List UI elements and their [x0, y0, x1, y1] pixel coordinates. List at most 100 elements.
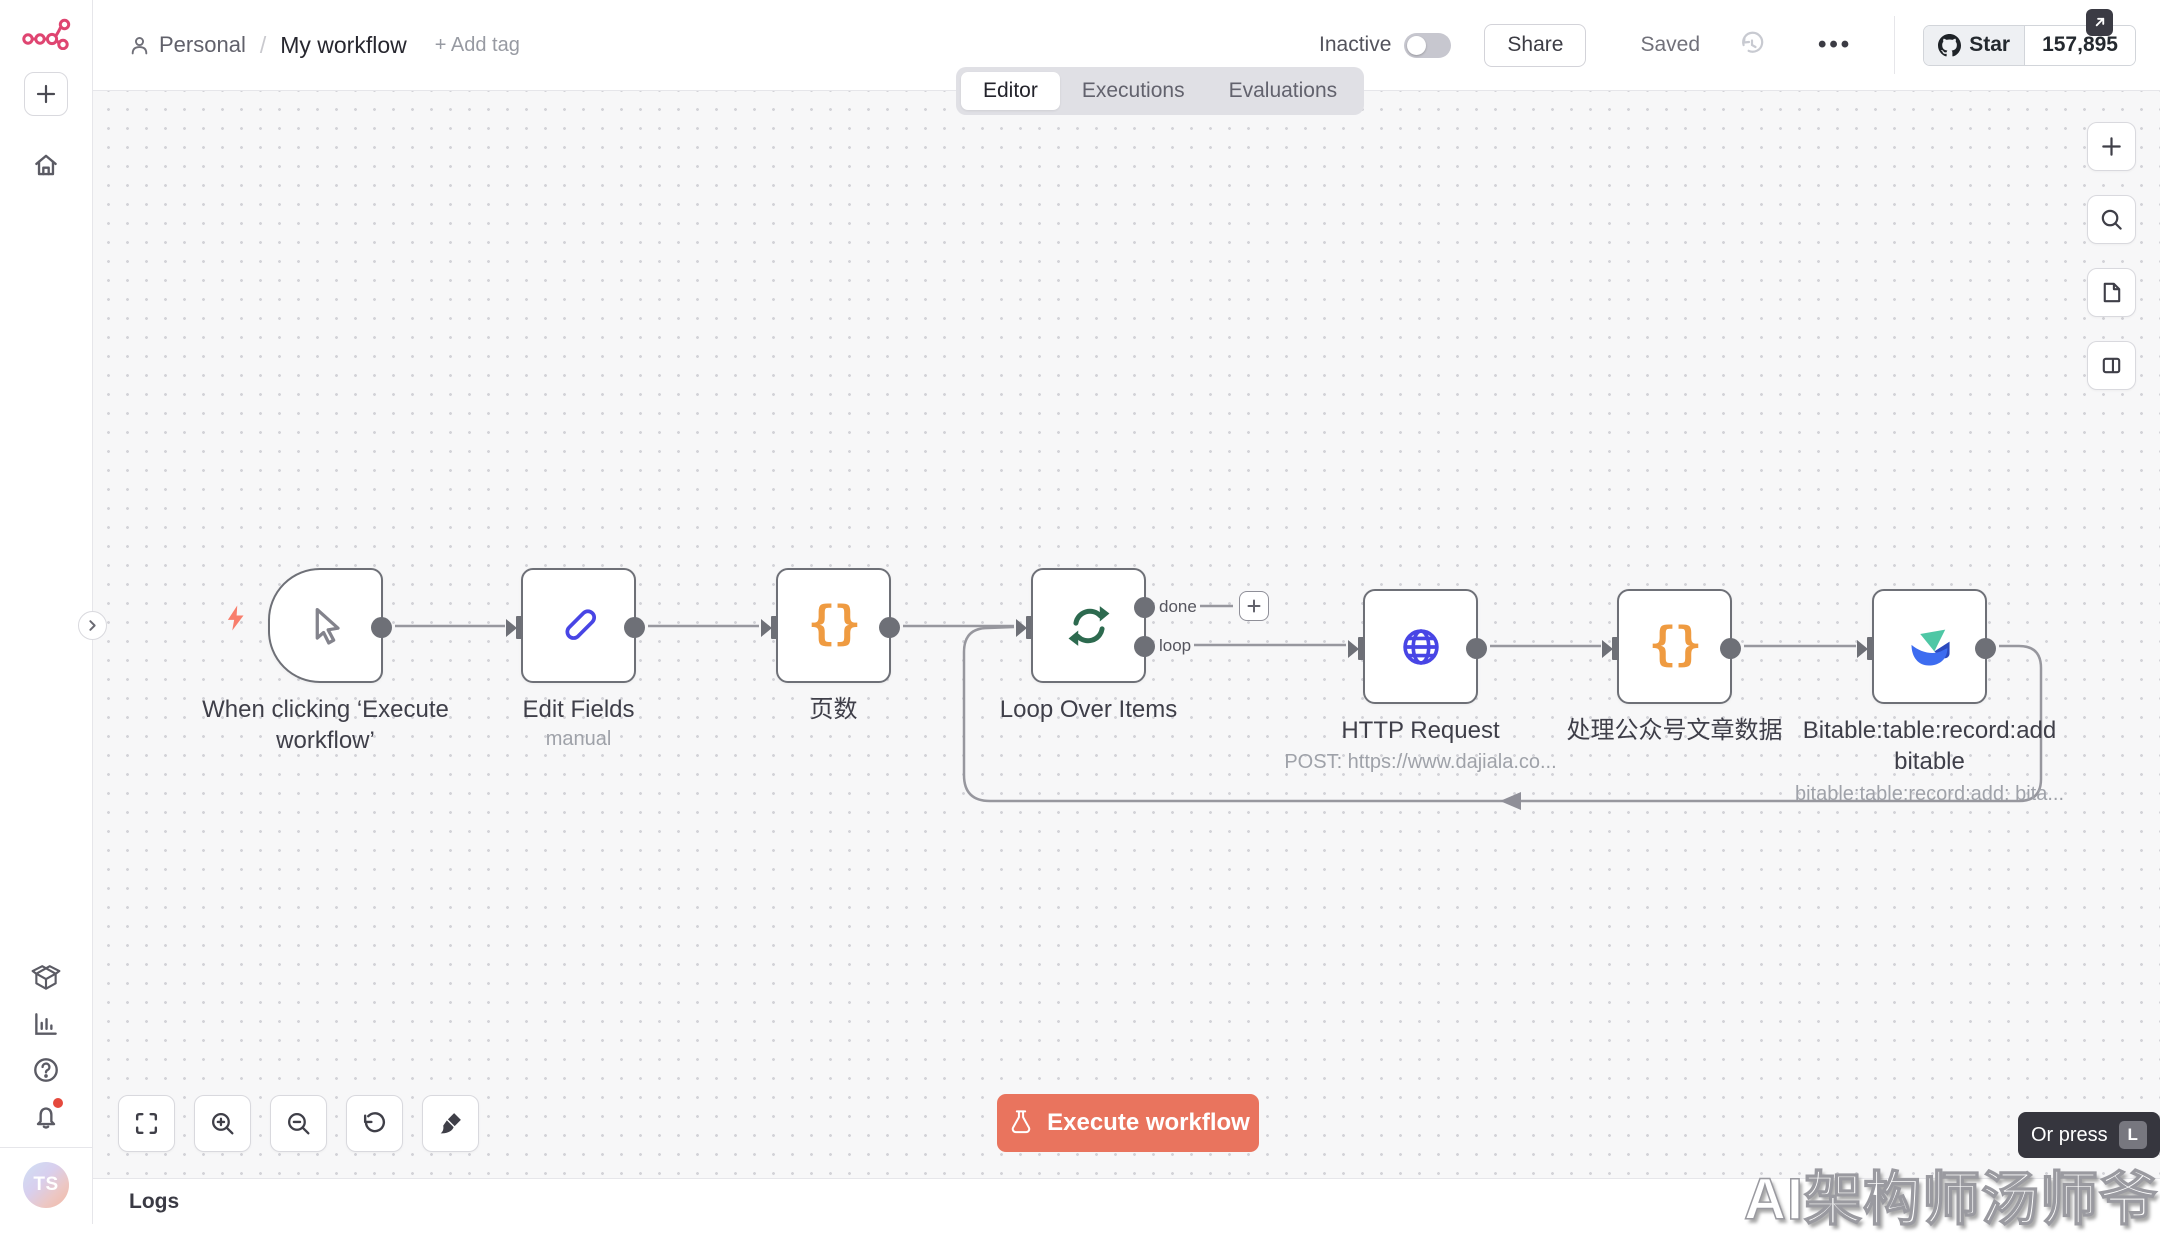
- fit-view-button[interactable]: [118, 1095, 175, 1152]
- plus-icon: [1247, 599, 1261, 613]
- breadcrumb-project[interactable]: Personal: [159, 32, 246, 57]
- loop-icon: [1068, 605, 1109, 646]
- left-sidebar: TS: [0, 0, 93, 1224]
- canvas-side-controls: [2087, 122, 2136, 390]
- output-connector-done[interactable]: [1134, 597, 1155, 618]
- node-label: Edit Fields: [522, 696, 635, 723]
- zoom-out-button[interactable]: [270, 1095, 327, 1152]
- shortcut-tooltip: Or press L: [2018, 1112, 2160, 1158]
- input-connector: [1348, 637, 1365, 660]
- tidy-up-icon: [440, 1113, 461, 1134]
- tab-editor[interactable]: Editor: [961, 72, 1060, 110]
- node-http-request[interactable]: HTTP Request POST: https://www.dajiala.c…: [1284, 589, 1557, 773]
- node-label: 页数: [809, 696, 858, 723]
- output-connector[interactable]: [879, 617, 900, 638]
- tab-evaluations[interactable]: Evaluations: [1228, 79, 1338, 102]
- logs-popout-button[interactable]: [2086, 9, 2113, 36]
- sidebar-item-notifications[interactable]: [31, 1098, 63, 1131]
- sidebar-item-templates[interactable]: [31, 963, 61, 993]
- output-label-done: done: [1156, 597, 1200, 617]
- avatar-zone: TS: [0, 1147, 93, 1224]
- undo-button[interactable]: [346, 1095, 403, 1152]
- header-actions: Inactive Share Saved ••• Star 157,895: [1319, 16, 2136, 74]
- n8n-logo[interactable]: [21, 16, 71, 50]
- tidy-up-button[interactable]: [422, 1095, 479, 1152]
- shortcut-key-badge: L: [2118, 1121, 2147, 1149]
- node-manual-trigger[interactable]: When clicking ‘Execute workflow’: [202, 568, 449, 754]
- sidebar-bottom-group: [31, 963, 63, 1147]
- bell-icon: [36, 1107, 56, 1129]
- output-connector[interactable]: [371, 617, 392, 638]
- panel-icon: [2102, 357, 2121, 374]
- node-label: When clicking ‘Execute workflow’: [202, 696, 449, 755]
- shortcut-tooltip-text: Or press: [2031, 1123, 2108, 1146]
- panel-toggle-button[interactable]: [2087, 341, 2136, 390]
- output-connector[interactable]: [624, 617, 645, 638]
- view-tabs: Editor Executions Evaluations: [956, 67, 1365, 115]
- search-icon: [2101, 209, 2122, 230]
- breadcrumb-separator: /: [259, 31, 267, 58]
- bitable-icon: [1911, 629, 1950, 665]
- add-node-on-connection-button[interactable]: [1239, 591, 1269, 621]
- trigger-bolt-icon: [227, 605, 244, 631]
- bar-chart-icon: [35, 1013, 57, 1035]
- workflow-name[interactable]: My workflow: [280, 31, 407, 58]
- github-star-label: Star: [1969, 33, 2011, 56]
- add-tag-button[interactable]: + Add tag: [434, 33, 520, 56]
- add-node-button[interactable]: [2087, 122, 2136, 171]
- input-connector: [1857, 637, 1874, 660]
- breadcrumb: Personal / My workflow + Add tag: [129, 32, 520, 59]
- header-divider: [1894, 16, 1896, 74]
- toggle-knob: [1407, 35, 1427, 55]
- output-connector[interactable]: [1975, 638, 1996, 659]
- sticky-note-icon: [2103, 282, 2121, 303]
- workflow-canvas[interactable]: done loop When clicking ‘Execute workflo…: [93, 91, 2160, 1178]
- sidebar-item-insights[interactable]: [31, 1009, 61, 1039]
- sidebar-item-help[interactable]: [31, 1055, 61, 1085]
- node-loop-over-items[interactable]: Loop Over Items: [1000, 568, 1177, 723]
- node-label: Bitable:table:record:add bitable: [1802, 717, 2057, 776]
- output-connector-loop[interactable]: [1134, 636, 1155, 657]
- add-workflow-button[interactable]: [24, 72, 68, 116]
- execute-workflow-button[interactable]: Execute workflow: [997, 1094, 1259, 1152]
- zoom-in-icon: [212, 1113, 234, 1135]
- github-star-widget[interactable]: Star 157,895: [1923, 24, 2136, 66]
- history-icon[interactable]: [1738, 31, 1766, 59]
- node-process-articles[interactable]: {} 处理公众号文章数据: [1567, 589, 1783, 744]
- tab-executions[interactable]: Executions: [1081, 79, 1185, 102]
- sidebar-item-overview[interactable]: [31, 150, 61, 180]
- sticky-note-button[interactable]: [2087, 268, 2136, 317]
- input-connector: [761, 616, 778, 639]
- output-label-loop: loop: [1156, 636, 1195, 656]
- help-icon: [34, 1058, 58, 1082]
- node-label: Loop Over Items: [999, 696, 1178, 723]
- execute-workflow-label: Execute workflow: [1047, 1109, 1250, 1136]
- user-avatar[interactable]: TS: [23, 1162, 69, 1208]
- output-connector[interactable]: [1466, 638, 1487, 659]
- output-connector[interactable]: [1720, 638, 1741, 659]
- github-star-count[interactable]: 157,895: [2025, 25, 2135, 65]
- cursor-icon: [315, 607, 340, 645]
- undo-icon: [363, 1112, 386, 1133]
- share-button[interactable]: Share: [1484, 23, 1587, 67]
- logs-title: Logs: [129, 1189, 180, 1213]
- fit-view-icon: [135, 1112, 158, 1135]
- notification-dot: [53, 1098, 63, 1108]
- globe-icon: [1402, 628, 1439, 665]
- node-subtitle: POST: https://www.dajiala.co...: [1284, 751, 1557, 773]
- more-options-button[interactable]: •••: [1818, 31, 1853, 58]
- node-page-count[interactable]: {} 页数: [761, 568, 900, 723]
- logs-bar[interactable]: Logs: [93, 1178, 2160, 1224]
- braces-icon: {}: [1648, 616, 1702, 671]
- node-edit-fields[interactable]: Edit Fields manual: [506, 568, 645, 750]
- chevron-right-icon: [89, 620, 96, 631]
- sidebar-expand-button[interactable]: [78, 611, 107, 640]
- zoom-in-button[interactable]: [194, 1095, 251, 1152]
- saved-status: Saved: [1640, 33, 1700, 56]
- plus-icon: [2102, 137, 2121, 156]
- node-bitable-add-record[interactable]: Bitable:table:record:add bitable bitable…: [1795, 589, 2064, 805]
- github-star-button[interactable]: Star: [1924, 25, 2026, 65]
- active-toggle[interactable]: [1404, 32, 1452, 58]
- home-icon: [35, 154, 57, 176]
- search-button[interactable]: [2087, 195, 2136, 244]
